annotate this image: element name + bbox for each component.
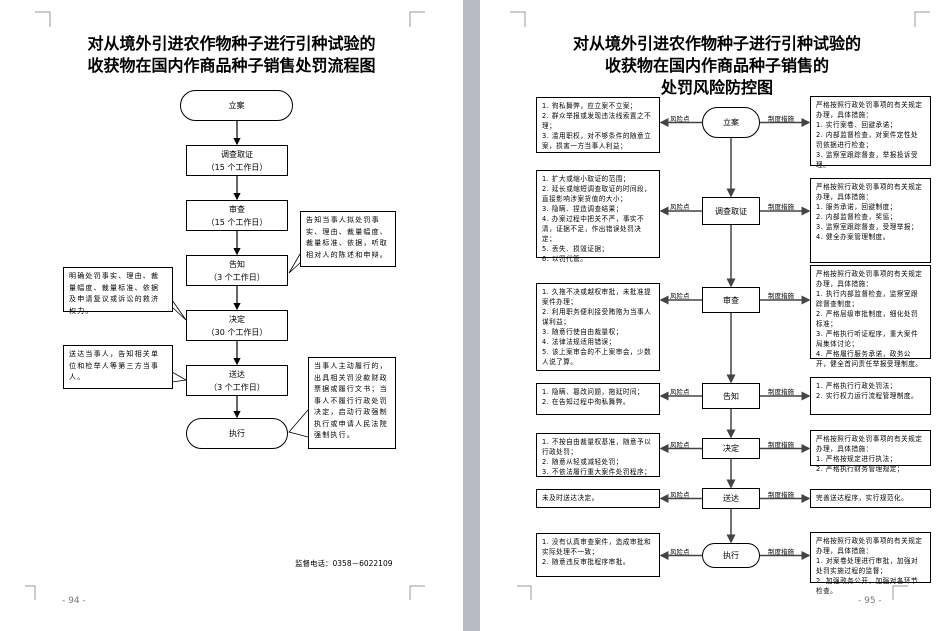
risk-title-line-2: 收获物在国内作商品种子销售的 <box>604 56 829 75</box>
flowchart-title-line-2: 收获物在国内作商品种子销售处罚流程图 <box>87 56 376 75</box>
node-days: （30 个工作日） <box>206 327 268 337</box>
risk-node: 告知 <box>702 383 760 409</box>
measure-box: 严格按照行政处罚事项的有关规定办理，具体措施： 1. 执行内部监督检查，监察室跟… <box>810 265 931 368</box>
risk-node: 审查 <box>702 287 760 313</box>
node-label: 决定 <box>229 314 245 324</box>
callout-notify: 告知当事人拟处罚事实、理由、裁量幅度、裁量标准、依据，听取相对人的陈述和申辩。 <box>300 211 396 267</box>
measure-label: 制度措施 <box>768 388 794 396</box>
callout-execute: 当事人主动履行的，出具相关罚没款财政票据或履行文书；当事人不履行行政处罚决定，启… <box>308 357 396 449</box>
node-label: 调查取证 <box>221 149 253 159</box>
node-label: 执行 <box>229 429 245 438</box>
risk-point-label: 风险点 <box>670 203 690 211</box>
node-label: 立案 <box>723 118 739 127</box>
risk-point-box: 1. 徇私舞弊，应立案不立案； 2. 群众举报或发现违法线索置之不理； 3. 滥… <box>536 97 660 153</box>
risk-node: 决定 <box>702 438 760 459</box>
risk-point-label: 风险点 <box>670 114 690 123</box>
risk-point-label: 风险点 <box>670 388 690 396</box>
risk-node: 调查取证 <box>702 197 760 225</box>
node-label: 审查 <box>229 204 245 214</box>
measure-box: 严格按照行政处罚事项的有关规定办理，具体措施： 1. 实行案卷、回避承诺； 2.… <box>810 96 931 169</box>
risk-point-label: 风险点 <box>670 440 690 449</box>
risk-point-label: 风险点 <box>670 547 690 556</box>
node-label: 送达 <box>229 369 245 379</box>
measure-box: 1. 严格执行行政处罚法； 2. 实行权力运行流程管理制度。 <box>810 377 931 415</box>
risk-point-box: 未及时送达决定。 <box>536 489 660 508</box>
callout-decide: 明确处罚事实、理由、裁量幅度、裁量标准、依据及申请复议或诉讼的救济权力。 <box>63 267 173 315</box>
risk-point-label: 风险点 <box>670 292 690 300</box>
measure-label: 制度措施 <box>768 114 794 123</box>
measure-label: 制度措施 <box>768 490 794 499</box>
node-execute: 执行 <box>186 418 288 449</box>
node-label: 立案 <box>228 101 245 110</box>
supervision-phone: 监督电话：0358－6022109 <box>295 559 393 568</box>
node-days: （15 个工作日） <box>206 162 268 172</box>
measure-box: 完善送达程序，实行规范化。 <box>810 489 931 508</box>
page-number-95: - 95 - <box>858 596 882 606</box>
measure-label: 制度措施 <box>768 440 794 449</box>
risk-point-box: 1. 久拖不决或越权审批，未批准提案件办理； 2. 利用职务便利接受贿赂为当事人… <box>536 283 660 371</box>
node-label: 告知 <box>229 259 245 269</box>
node-decide: 决定 （30 个工作日） <box>186 310 288 341</box>
callout-deliver: 送达当事人，告知相关单位和检举人等第三方当事人。 <box>63 345 173 389</box>
node-file-case: 立案 <box>180 90 293 121</box>
flowchart-title-line-1: 对从境外引进农作物种子进行引种试验的 <box>87 34 376 53</box>
risk-node: 送达 <box>702 488 760 509</box>
risk-title-line-3: 处罚风险防控图 <box>660 78 773 97</box>
page-number-94: - 94 - <box>62 596 86 606</box>
node-label: 决定 <box>723 444 739 453</box>
measure-label: 制度措施 <box>768 203 794 211</box>
risk-node: 执行 <box>702 543 760 568</box>
risk-point-box: 1. 没有认真审查案件，造成审批和实际处理不一致； 2. 随意违反审批程序审批。 <box>536 533 660 577</box>
measure-box: 严格按照行政处罚事项的有关规定办理，具体措施： 1. 服务承诺，回避制度； 2.… <box>810 178 931 263</box>
risk-node: 立案 <box>702 107 760 138</box>
node-label: 送达 <box>723 494 739 503</box>
risk-point-box: 1. 不按自由裁量权基准，随意予以行政处罚； 2. 随意从轻或减轻处罚； 3. … <box>536 433 660 477</box>
node-deliver: 送达 （3 个工作日） <box>186 365 288 396</box>
node-review: 审查 （15 个工作日） <box>186 200 288 231</box>
node-label: 执行 <box>723 551 739 560</box>
measure-box: 严格按照行政处罚事项的有关规定办理，具体措施： 1. 对案卷处理进行审批，加强对… <box>810 532 931 595</box>
risk-title-line-1: 对从境外引进农作物种子进行引种试验的 <box>572 34 861 53</box>
measure-box: 严格按照行政处罚事项的有关规定办理，具体措施： 1. 严格按规定进行执法； 2.… <box>810 430 931 473</box>
node-investigate: 调查取证 （15 个工作日） <box>186 145 288 176</box>
node-label: 审查 <box>723 295 739 305</box>
node-notify: 告知 （3 个工作日） <box>186 255 288 286</box>
risk-point-box: 1. 扩大或缩小取证的范围； 2. 延长或缩短调查取证的时间段，直接影响涉案货值… <box>536 170 660 263</box>
measure-label: 制度措施 <box>768 292 794 300</box>
measure-label: 制度措施 <box>768 547 794 556</box>
node-label: 调查取证 <box>715 206 747 216</box>
node-days: （3 个工作日） <box>209 382 265 392</box>
risk-point-box: 1. 隐瞒、篡改问题，拖延时间； 2. 在告知过程中徇私舞弊。 <box>536 383 660 415</box>
risk-point-label: 风险点 <box>670 490 690 499</box>
node-days: （3 个工作日） <box>209 272 265 282</box>
node-label: 告知 <box>723 391 739 401</box>
node-days: （15 个工作日） <box>206 217 268 227</box>
